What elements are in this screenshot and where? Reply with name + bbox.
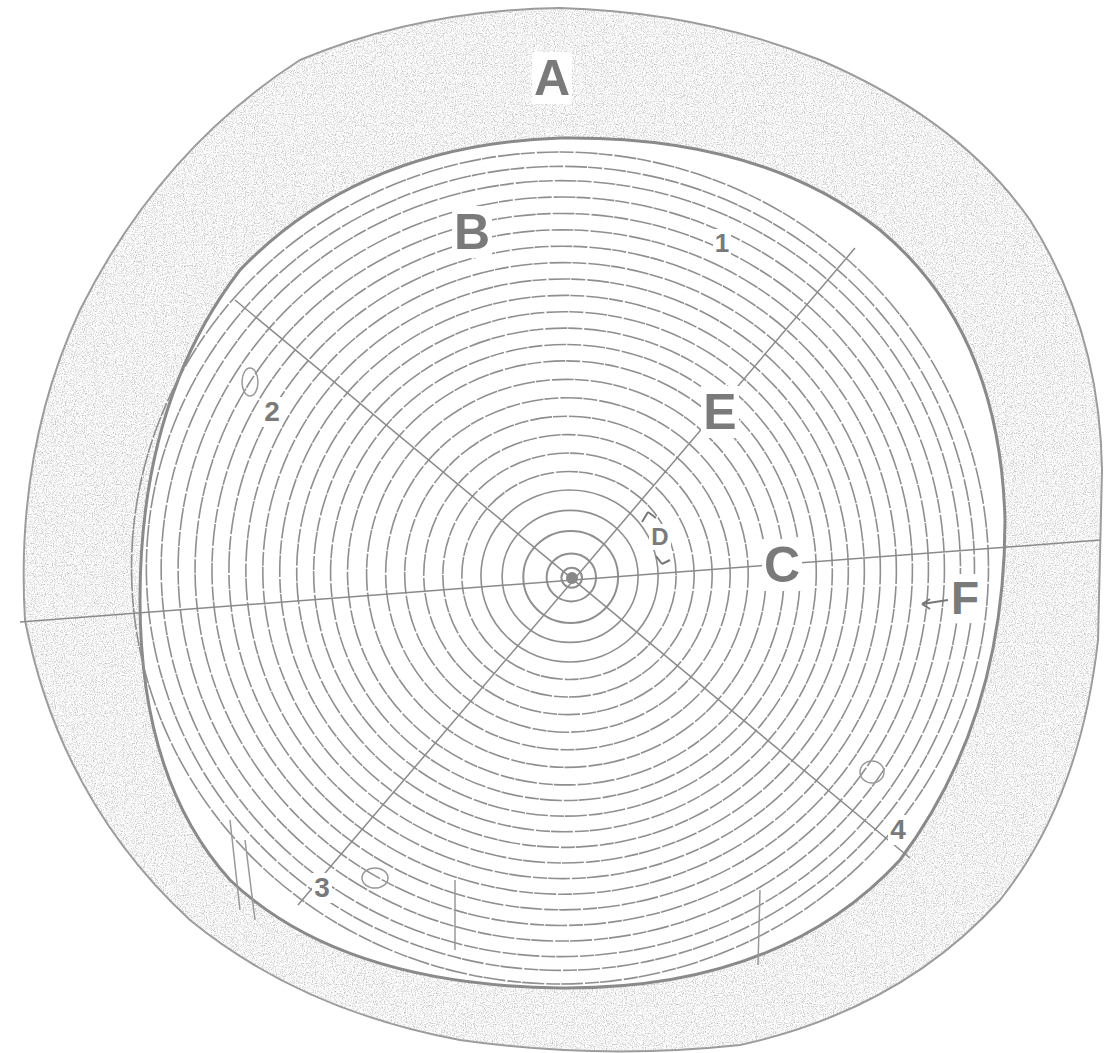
- growth-rings: [132, 152, 989, 984]
- growth-ring: [161, 181, 960, 957]
- pith: [566, 572, 578, 584]
- wood-outline: [140, 138, 1005, 988]
- ring-label: F: [949, 574, 981, 622]
- section-line: [20, 540, 1100, 622]
- ring-label: D: [649, 524, 670, 550]
- growth-ring: [195, 213, 928, 925]
- growth-ring: [132, 152, 989, 984]
- ring-width-arrow: [642, 512, 670, 564]
- callout-number: 4: [888, 815, 908, 845]
- growth-ring: [178, 197, 944, 941]
- growth-ring: [146, 166, 974, 970]
- section-line: [298, 248, 855, 905]
- growth-ring: [212, 230, 912, 910]
- bark-label: A: [532, 52, 572, 104]
- growth-ring: [443, 453, 694, 697]
- knot-mark: [242, 368, 258, 396]
- section-label: C: [762, 539, 802, 591]
- callout-number: 2: [262, 397, 282, 427]
- bark-texture: [24, 8, 1102, 1051]
- heartwood-label: E: [701, 386, 738, 438]
- section-line: [235, 300, 910, 858]
- growth-ring: [405, 416, 730, 732]
- sapwood-label: B: [452, 206, 492, 258]
- growth-ring: [547, 553, 596, 601]
- crack-mark: [230, 820, 760, 965]
- leader-arrow: [922, 599, 948, 609]
- callout-number: 3: [312, 873, 332, 903]
- callout-number: 1: [713, 229, 731, 257]
- growth-ring: [462, 472, 676, 680]
- growth-ring: [424, 435, 712, 715]
- bark-outline: [24, 8, 1102, 1051]
- knot-mark: [362, 868, 388, 888]
- knot-mark: [860, 761, 884, 783]
